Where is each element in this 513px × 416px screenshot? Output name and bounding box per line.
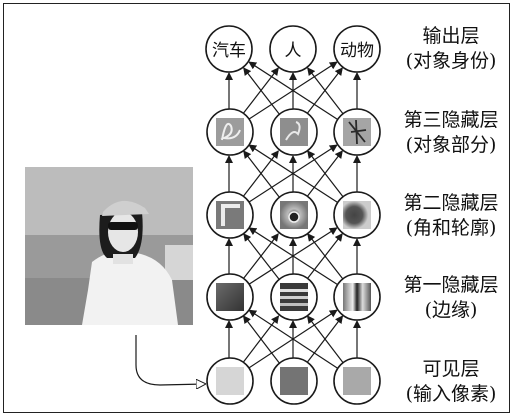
hidden-layer-2-desc: (角和轮廓) — [405, 217, 497, 239]
hidden-layer-1-name: 第一隐藏层 — [403, 274, 499, 296]
hidden1-feature-1 — [216, 283, 244, 311]
connection-arrow — [306, 315, 344, 364]
connection-arrow — [307, 150, 344, 198]
input-pixel-3 — [343, 367, 371, 395]
visible-layer-name: 可见层 — [422, 358, 480, 380]
connections — [225, 61, 361, 369]
hidden3-feature-3-stroke — [348, 119, 367, 145]
input-photo — [25, 167, 193, 325]
output-layer-desc: (对象身份) — [405, 50, 497, 72]
output-node-animal-label: 动物 — [340, 41, 374, 61]
hidden-layer-1-desc: (边缘) — [424, 299, 478, 321]
hidden-layer-2 — [206, 191, 381, 239]
output-layer: 汽车 人 动物 — [205, 25, 381, 73]
connection-arrow — [307, 233, 344, 280]
visible-layer-label: 可见层 (输入像素) — [392, 357, 510, 407]
input-arrow — [135, 335, 205, 385]
output-node-person-label: 人 — [285, 41, 302, 61]
hidden1-feature-3 — [343, 283, 371, 311]
output-layer-label: 输出层 (对象身份) — [392, 24, 510, 74]
hidden-layer-3-label: 第三隐藏层 (对象部分) — [392, 108, 510, 158]
connection-arrow — [248, 144, 339, 204]
visible-layer-desc: (输入像素) — [405, 383, 497, 405]
output-node-person — [269, 25, 317, 73]
hidden2-feature-2-dot — [288, 211, 300, 223]
hidden-layer-3-desc: (对象部分) — [405, 134, 497, 156]
hidden2-feature-3 — [343, 201, 371, 229]
input-pixel-1 — [216, 367, 244, 395]
connection-arrow — [243, 67, 280, 115]
connection-arrow — [242, 315, 280, 364]
hidden-layer-3-name: 第三隐藏层 — [403, 109, 499, 131]
connection-arrow — [243, 150, 280, 198]
hidden2-feature-1-stroke — [221, 204, 240, 226]
hidden-layer-1 — [206, 273, 381, 321]
output-node-car — [205, 25, 253, 73]
hidden-layer-3 — [206, 108, 381, 156]
output-node-animal — [333, 25, 381, 73]
connection-arrow — [248, 227, 338, 286]
hidden-layer-1-label: 第一隐藏层 (边缘) — [392, 273, 510, 323]
connection-arrow — [243, 233, 280, 280]
input-pixel-2 — [280, 367, 308, 395]
output-layer-name: 输出层 — [422, 25, 480, 47]
hidden-layer-2-name: 第二隐藏层 — [403, 192, 499, 214]
connection-arrow — [248, 61, 339, 121]
output-node-car-label: 汽车 — [212, 41, 246, 61]
hidden-layer-2-label: 第二隐藏层 (角和轮廓) — [392, 191, 510, 241]
hidden3-feature-1-stroke — [220, 122, 241, 141]
hidden3-feature-2-stroke — [285, 121, 301, 141]
visible-layer — [206, 357, 381, 405]
connection-arrow — [307, 67, 344, 115]
connection-arrow — [248, 309, 339, 369]
